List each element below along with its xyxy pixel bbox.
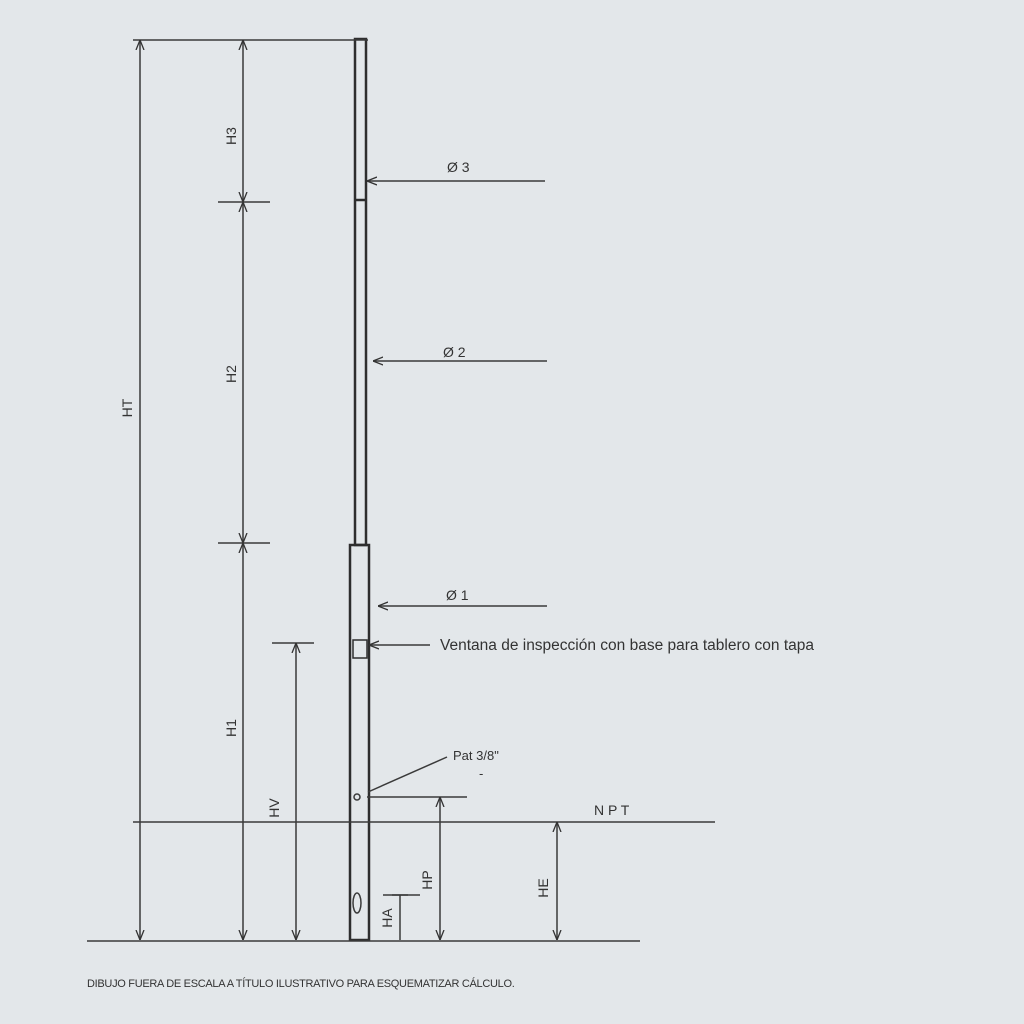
pat-label: Pat 3/8" (453, 748, 499, 763)
ht-label: HT (119, 398, 135, 417)
pat-mark: - (479, 766, 483, 781)
d2-label: Ø 2 (443, 344, 466, 360)
hp-label: HP (419, 870, 435, 889)
h2-label: H2 (223, 365, 239, 383)
npt-label: N P T (594, 802, 630, 818)
inspection-window (352, 639, 368, 659)
pat-leader (367, 756, 448, 793)
grounding-hole (353, 793, 361, 801)
pole (348, 37, 371, 942)
cable-entry (352, 892, 362, 914)
ventana-label: Ventana de inspección con base para tabl… (440, 637, 814, 654)
h3-label: H3 (223, 127, 239, 145)
he-label: HE (535, 878, 551, 897)
ha-label: HA (379, 908, 395, 928)
d1-label: Ø 1 (446, 587, 469, 603)
h1-label: H1 (223, 719, 239, 737)
d3-label: Ø 3 (447, 159, 470, 175)
hv-label: HV (266, 798, 282, 818)
footnote: DIBUJO FUERA DE ESCALA A TÍTULO ILUSTRAT… (87, 977, 515, 990)
